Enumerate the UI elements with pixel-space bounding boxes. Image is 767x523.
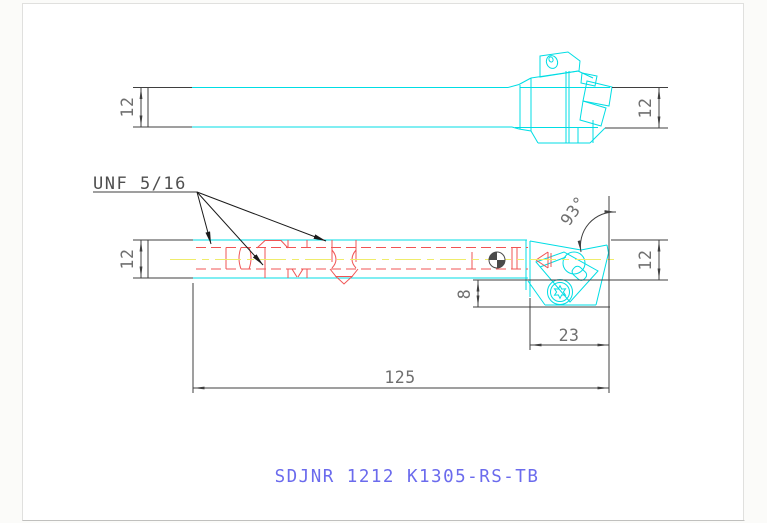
side-view-clamp-pivot bbox=[562, 251, 586, 275]
dim-label-125: 125 bbox=[384, 368, 415, 387]
drawing-title: SDJNR 1212 K1305-RS-TB bbox=[275, 467, 540, 487]
dim-top-left-12 bbox=[133, 87, 192, 128]
dim-8 bbox=[473, 280, 610, 308]
torx-socket bbox=[553, 284, 567, 300]
thread-hole-1 bbox=[225, 240, 289, 278]
dim-label-8: 8 bbox=[455, 289, 474, 299]
dim-top-right-12 bbox=[605, 87, 668, 129]
center-mark-symbol bbox=[488, 251, 506, 269]
top-view-insert-upper bbox=[582, 80, 613, 107]
dim-23 bbox=[529, 298, 609, 350]
top-view-clamp bbox=[539, 51, 581, 78]
top-view-clamp-screw-hole bbox=[545, 55, 559, 69]
thread-hole-2 bbox=[287, 240, 308, 278]
countersink-top bbox=[256, 240, 289, 249]
insert-screw-head bbox=[550, 282, 570, 302]
dim-label-top-left-12: 12 bbox=[118, 97, 137, 118]
hidden-line-layer bbox=[196, 240, 552, 285]
leader-1 bbox=[196, 191, 212, 245]
top-view-insert-lower bbox=[579, 100, 607, 127]
dim-label-top-right-12: 12 bbox=[636, 98, 655, 119]
dim-label-side-right-12: 12 bbox=[636, 250, 655, 271]
top-view-clamp-nose bbox=[580, 72, 598, 87]
dim-side-right-12 bbox=[473, 239, 668, 281]
countersink-bottom bbox=[334, 276, 354, 285]
leader-layer bbox=[196, 191, 327, 266]
side-view-clamp-pin bbox=[571, 265, 588, 281]
top-view-head bbox=[515, 51, 613, 144]
paper-sheet bbox=[22, 3, 744, 521]
dim-side-left-12 bbox=[133, 239, 193, 279]
side-view-shank bbox=[193, 239, 531, 297]
dim-label-23: 23 bbox=[559, 326, 580, 345]
leader-2 bbox=[196, 191, 264, 266]
dimension-layer bbox=[93, 87, 668, 393]
thread-callout-label: UNF 5/16 bbox=[93, 174, 187, 194]
part-outline-layer bbox=[192, 51, 613, 306]
top-view-shank bbox=[192, 84, 521, 130]
thread-hole-3 bbox=[329, 240, 359, 285]
dim-label-side-left-12: 12 bbox=[118, 249, 137, 270]
text-layer: 12 12 12 12 8 23 125 93° UNF 5/16 SDJNR … bbox=[93, 97, 655, 487]
page-frame bbox=[22, 3, 745, 521]
leader-3 bbox=[196, 191, 327, 242]
dim-93-arc bbox=[577, 210, 617, 253]
thread-hole-4 bbox=[471, 247, 518, 269]
